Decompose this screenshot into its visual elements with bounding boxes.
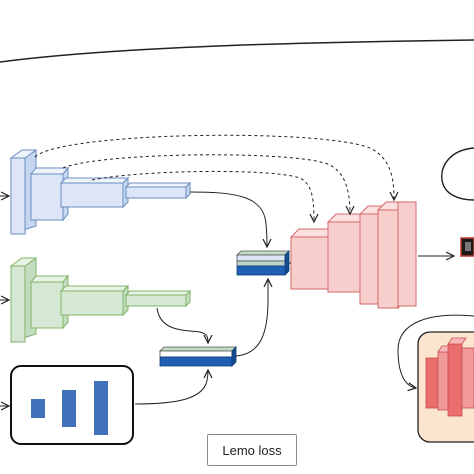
output-image-thumbnail: [460, 237, 474, 257]
right-rounded-shape: [441, 147, 474, 201]
red-decoder: [289, 200, 417, 310]
skip-connections: [34, 134, 394, 222]
feature-block-lower: [159, 346, 237, 367]
bar-2: [62, 390, 76, 427]
green-encoder: [9, 257, 192, 343]
mini-decoder: [425, 337, 474, 417]
bar-1: [31, 399, 45, 418]
loss-label-box: Lemo loss: [207, 434, 297, 466]
orange-panel: [417, 331, 474, 443]
blue-encoder: [9, 149, 192, 235]
bar-3: [94, 381, 108, 435]
solid-connections: [134, 191, 291, 405]
top-boundary-curve: [0, 39, 474, 63]
bar-chart-panel: [10, 365, 134, 445]
loss-label: Lemo loss: [222, 442, 282, 458]
feature-block-upper: [236, 250, 290, 276]
arrow-into-orange-panel: [397, 314, 474, 388]
